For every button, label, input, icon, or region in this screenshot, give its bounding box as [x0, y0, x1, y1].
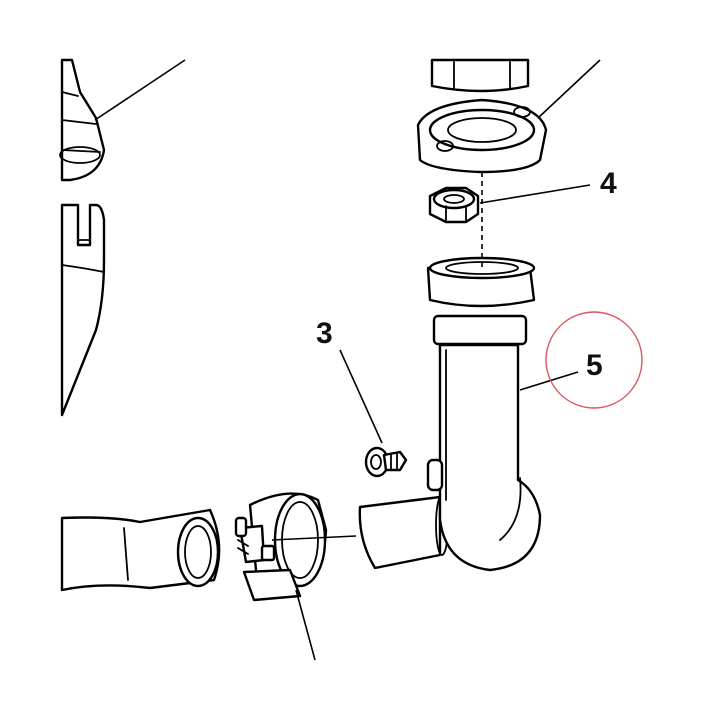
bolt-part-3 — [364, 446, 408, 478]
exhaust-flange — [416, 98, 548, 174]
callout-4-label: 4 — [600, 167, 617, 200]
leader-line-clamp — [295, 589, 316, 661]
callout-3-label: 3 — [316, 317, 333, 350]
pipe-clamp — [234, 492, 328, 602]
callout-5-highlight-circle — [545, 311, 643, 409]
callout-5-label: 5 — [586, 349, 603, 382]
leader-line-top-left — [94, 59, 186, 121]
manifold-fragment — [59, 58, 106, 182]
leader-line-5 — [519, 371, 579, 391]
left-downpipe — [60, 203, 106, 417]
upper-pipe-stub — [430, 58, 530, 93]
lower-left-pipe — [60, 508, 221, 592]
clamp-to-pipe-axis — [271, 535, 357, 541]
leader-line-3 — [339, 349, 383, 444]
elbow-pipe-part-5 — [358, 256, 542, 572]
leader-line-top-right — [537, 59, 601, 119]
leader-line-4 — [479, 184, 591, 204]
nut-part-4 — [428, 186, 480, 224]
